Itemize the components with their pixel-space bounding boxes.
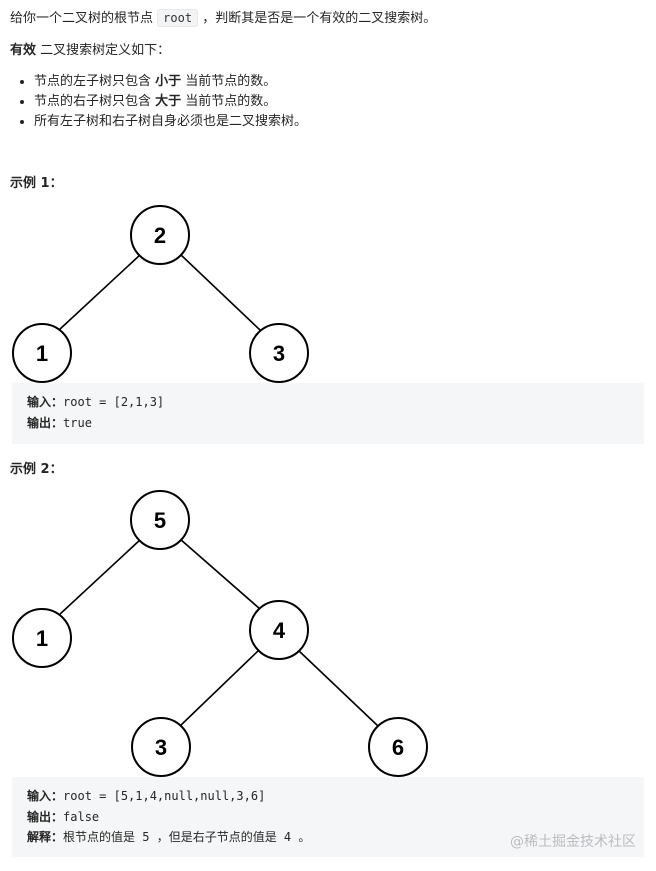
- example-1-tree: 2 1 3: [12, 205, 309, 383]
- definition-rest: 二叉搜索树定义如下：: [36, 43, 171, 58]
- tree-node-circle: [249, 600, 309, 660]
- rule-text: 节点的右子树只包含: [34, 94, 156, 109]
- tree-node-label: 1: [36, 626, 48, 651]
- example-1-codebox: 输入：root = [2,1,3] 输出：true: [12, 383, 644, 444]
- input-value: root = [2,1,3]: [63, 395, 165, 409]
- explain-label: 解释：: [27, 830, 64, 844]
- example-1-input-line: 输入：root = [2,1,3]: [27, 392, 629, 413]
- rule-text: 当前节点的数。: [181, 74, 277, 89]
- example-1-heading: 示例 1：: [10, 176, 63, 191]
- output-label: 输出：: [27, 809, 64, 824]
- rule-bold: 大于: [155, 94, 182, 109]
- tree-node-label: 5: [154, 508, 166, 533]
- rules-list: 节点的左子树只包含 小于 当前节点的数。 节点的右子树只包含 大于 当前节点的数…: [0, 72, 307, 132]
- example-1-output-line: 输出：true: [27, 413, 629, 434]
- intro-paragraph: 给你一个二叉树的根节点 root ，判断其是否是一个有效的二叉搜索树。: [10, 8, 436, 29]
- edge: [179, 649, 260, 727]
- example-2-input-line: 输入：root = [5,1,4,null,null,3,6]: [27, 786, 629, 807]
- rule-item: 所有左子树和右子树自身必须也是二叉搜索树。: [34, 112, 307, 132]
- intro-prefix: 给你一个二叉树的根节点: [10, 11, 154, 26]
- example-2-tree: 5 1 4 3 6: [12, 490, 428, 777]
- definition-paragraph: 有效 二叉搜索树定义如下：: [10, 41, 170, 61]
- intro-suffix: ，判断其是否是一个有效的二叉搜索树。: [202, 11, 437, 26]
- rule-item: 节点的左子树只包含 小于 当前节点的数。: [34, 72, 307, 92]
- definition-bold: 有效: [10, 43, 37, 58]
- watermark: @稀土掘金技术社区: [510, 834, 636, 850]
- tree-node-label: 2: [154, 223, 166, 248]
- output-value: true: [63, 415, 92, 430]
- example-2-output-line: 输出：false: [27, 807, 629, 828]
- tree-node-label: 4: [273, 618, 286, 643]
- rule-text: 当前节点的数。: [181, 94, 277, 109]
- tree-node-label: 6: [392, 735, 404, 760]
- intro-code-root: root: [157, 9, 199, 27]
- tree-node-circle: [12, 323, 72, 383]
- edge: [179, 253, 261, 331]
- tree-node-circle: [12, 608, 72, 668]
- output-value: false: [63, 809, 100, 824]
- rule-text: 节点的左子树只包含: [34, 74, 156, 89]
- tree-node-circle: [130, 490, 190, 550]
- tree-node-label: 3: [155, 735, 167, 760]
- rule-text: 所有左子树和右子树自身必须也是二叉搜索树。: [34, 114, 308, 129]
- edge: [58, 253, 142, 331]
- example-2-heading: 示例 2：: [10, 462, 63, 477]
- edge: [58, 538, 142, 616]
- rule-item: 节点的右子树只包含 大于 当前节点的数。: [34, 92, 307, 112]
- output-label: 输出：: [27, 415, 64, 430]
- tree-node-label: 3: [273, 341, 285, 366]
- input-value: root = [5,1,4,null,null,3,6]: [63, 789, 266, 803]
- tree-node-circle: [368, 717, 428, 777]
- explain-value: 根节点的值是 5 ，但是右子节点的值是 4 。: [63, 830, 311, 844]
- tree-node-circle: [131, 717, 191, 777]
- input-label: 输入：: [27, 789, 64, 803]
- tree-node-circle: [249, 323, 309, 383]
- input-label: 输入：: [27, 395, 64, 409]
- edge: [297, 649, 379, 727]
- edge: [179, 538, 261, 610]
- tree-node-label: 1: [36, 341, 48, 366]
- example-2-codebox: 输入：root = [5,1,4,null,null,3,6] 输出：false…: [12, 777, 644, 857]
- example-2-explain-line: 解释：根节点的值是 5 ，但是右子节点的值是 4 。: [27, 827, 629, 848]
- rule-bold: 小于: [155, 74, 182, 89]
- tree-node-circle: [130, 205, 190, 265]
